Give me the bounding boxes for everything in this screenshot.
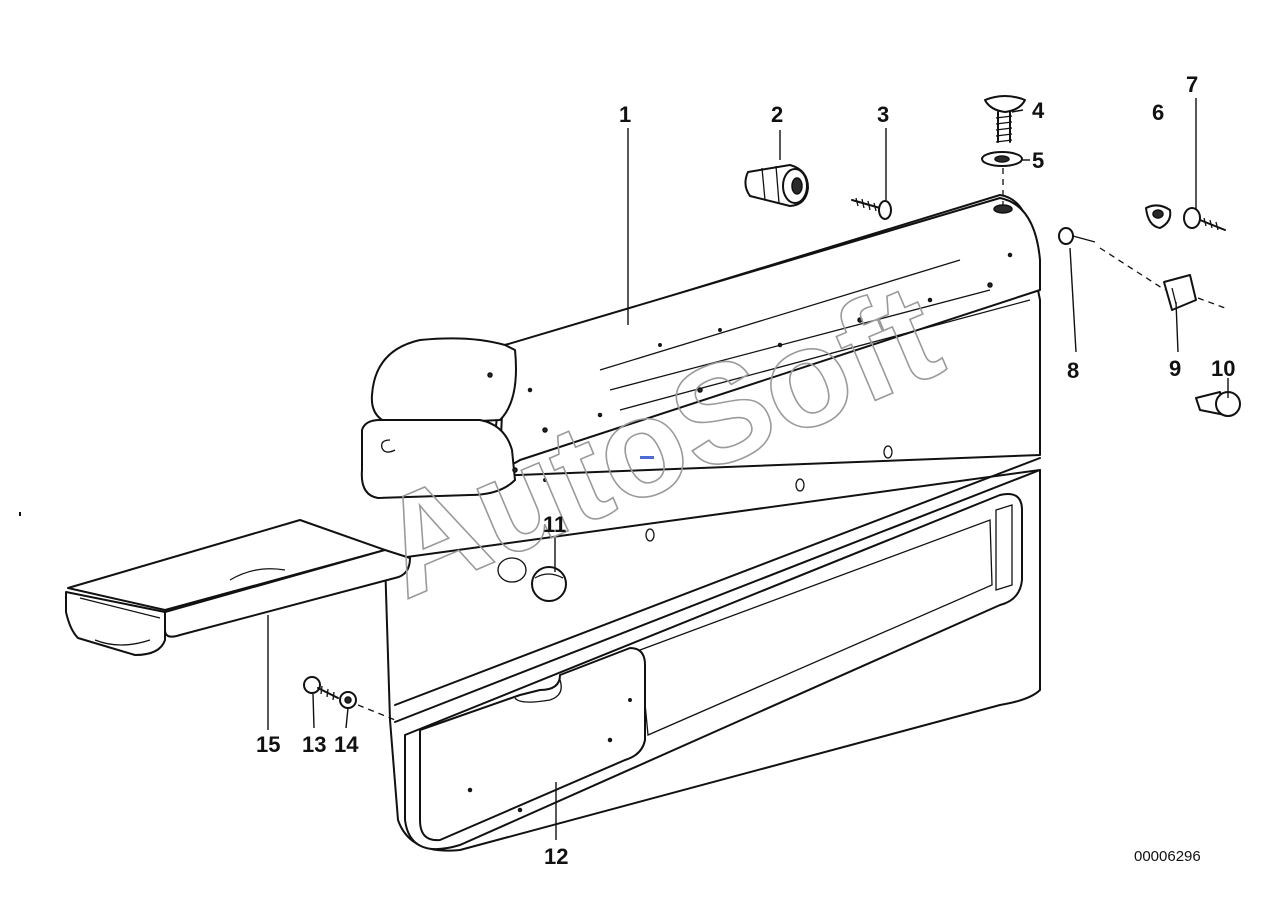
callout-4: 4 [1032,98,1045,123]
callout-7: 7 [1186,72,1198,97]
screw-part-13 [303,676,339,701]
leader-lines [267,98,1229,840]
bushing-part [744,164,809,207]
washer-part-14 [339,691,396,721]
callout-1: 1 [619,102,631,127]
callout-5: 5 [1032,148,1044,173]
surface-texture [467,252,1013,813]
push-clip-part-10 [1195,391,1241,417]
callout-14: 14 [334,732,359,757]
clip-part-9 [1163,274,1226,311]
screw-part-8 [1058,227,1166,291]
bolt-part-4 [984,95,1026,143]
callout-9: 9 [1169,356,1181,381]
door-trim-panel [360,194,1041,852]
nut-part-6 [1145,204,1172,229]
callout-3: 3 [877,102,889,127]
callout-6: 6 [1152,100,1164,125]
armrest-part-15 [65,519,411,656]
callout-15: 15 [256,732,280,757]
blue-mark [640,456,654,459]
screw-part-3 [851,197,892,220]
callout-8: 8 [1067,358,1079,383]
callout-11: 11 [543,512,566,537]
screw-part-7 [1183,207,1226,231]
callout-10: 10 [1211,356,1235,381]
drawing-number: 00006296 [1134,848,1201,865]
washer-part-5 [981,151,1023,214]
cap-part-11 [531,566,567,602]
callout-12: 12 [544,844,568,869]
stray-mark [19,512,21,516]
callout-labels: 1 2 3 4 5 6 7 8 9 10 11 12 13 14 15 [256,72,1235,869]
callout-2: 2 [771,102,783,127]
callout-13: 13 [302,732,326,757]
